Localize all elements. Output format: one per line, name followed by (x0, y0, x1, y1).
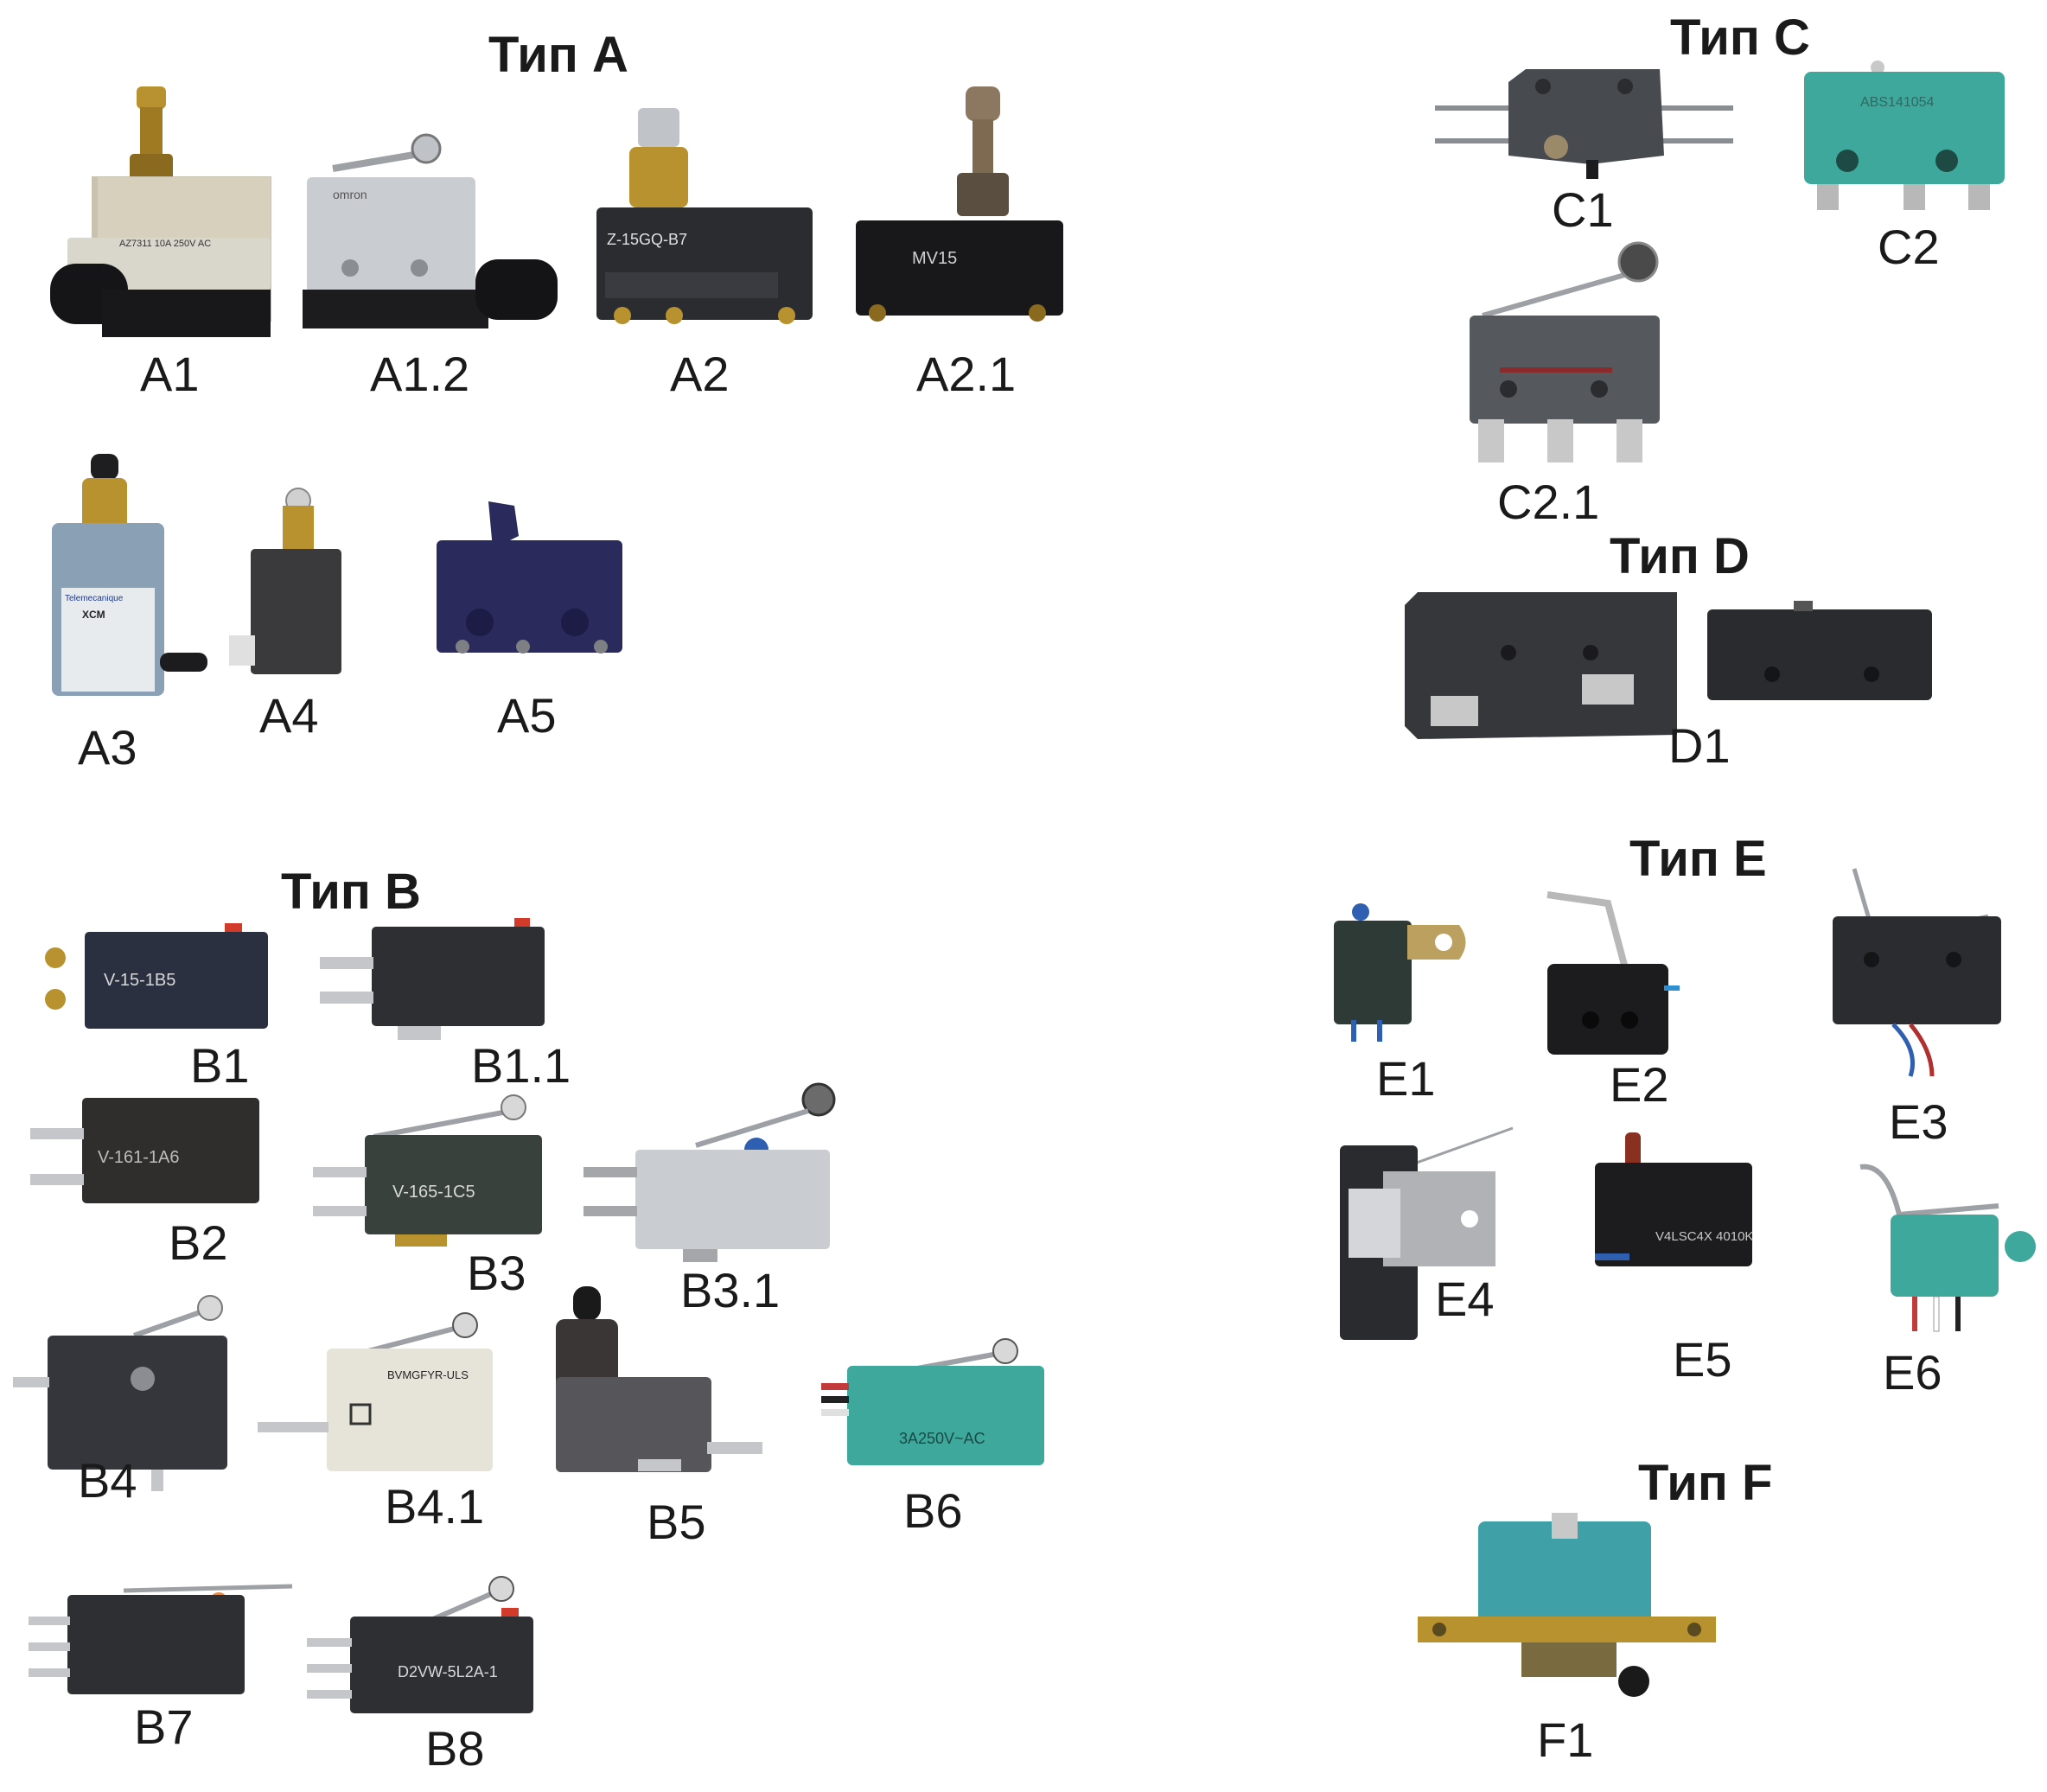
label-b4-1: B4.1 (385, 1479, 485, 1534)
heading-type-e: Тип E (1629, 831, 1767, 887)
switch-photo-a5 (428, 501, 627, 661)
switch-photo-e1 (1330, 899, 1472, 1046)
svg-text:BVMGFYR-ULS: BVMGFYR-ULS (387, 1368, 469, 1381)
switch-photo-b4-1: BVMGFYR-ULS (258, 1301, 495, 1474)
label-e3: E3 (1889, 1094, 1948, 1149)
switch-photo-a3: Telemecanique XCM (48, 454, 207, 700)
label-f1: F1 (1537, 1712, 1594, 1767)
label-e1: E1 (1376, 1051, 1436, 1106)
switch-photo-a1: AZ7311 10A 250V AC (50, 86, 277, 341)
heading-type-f: Тип F (1638, 1455, 1773, 1511)
switch-photo-c2-1 (1461, 238, 1673, 467)
switch-photo-a4 (229, 488, 346, 679)
switch-photo-b5 (543, 1286, 763, 1472)
label-a4: A4 (259, 688, 319, 743)
label-b3-1: B3.1 (680, 1263, 781, 1317)
switch-photo-a2-1: MV15 (851, 86, 1068, 324)
label-a1-2: A1.2 (370, 347, 470, 401)
label-c1: C1 (1552, 182, 1614, 237)
heading-type-c: Тип C (1670, 10, 1810, 66)
switch-photo-c1 (1435, 69, 1733, 182)
switch-photo-b2: V-161-1A6 (30, 1098, 259, 1206)
label-b6: B6 (903, 1483, 963, 1538)
switch-photo-c2: ABS141054 (1800, 59, 2007, 219)
switch-photo-e3 (1824, 864, 2001, 1081)
switch-photo-b7 (29, 1582, 297, 1699)
switch-photo-b6: 3A250V~AC (821, 1318, 1046, 1470)
label-e4: E4 (1435, 1272, 1495, 1326)
label-c2-1: C2.1 (1497, 475, 1600, 529)
label-a2: A2 (670, 347, 730, 401)
label-b4: B4 (78, 1453, 137, 1508)
switch-photo-a1-2: omron (298, 130, 571, 333)
svg-text:omron: omron (333, 188, 367, 201)
switch-photo-b3: V-165-1C5 (313, 1094, 545, 1249)
switch-photo-b3-1 (583, 1081, 836, 1262)
svg-text:3A250V~AC: 3A250V~AC (899, 1430, 985, 1447)
svg-text:D2VW-5L2A-1: D2VW-5L2A-1 (398, 1663, 498, 1680)
svg-text:V-15-1B5: V-15-1B5 (104, 971, 175, 990)
label-b7: B7 (134, 1700, 194, 1754)
svg-text:V-165-1C5: V-165-1C5 (392, 1183, 475, 1202)
switch-photo-f1 (1418, 1513, 1716, 1699)
switch-photo-b1: V-15-1B5 (43, 923, 270, 1031)
label-b2: B2 (169, 1215, 228, 1270)
switch-photo-e6 (1852, 1163, 2036, 1336)
label-a2-1: A2.1 (916, 347, 1017, 401)
label-b8: B8 (425, 1721, 485, 1776)
label-b1-1: B1.1 (471, 1038, 571, 1093)
label-b5: B5 (647, 1495, 706, 1549)
svg-text:V4LSC4X 4010K: V4LSC4X 4010K (1655, 1229, 1753, 1244)
switch-photo-d1 (1400, 588, 1936, 743)
label-e2: E2 (1610, 1057, 1669, 1112)
switch-photo-b1-1 (320, 918, 549, 1043)
label-e6: E6 (1883, 1345, 1942, 1400)
svg-text:Z-15GQ-B7: Z-15GQ-B7 (607, 231, 687, 248)
label-b1: B1 (190, 1038, 250, 1093)
heading-type-a: Тип A (488, 27, 628, 83)
svg-text:V-161-1A6: V-161-1A6 (98, 1148, 180, 1167)
switch-photo-e2 (1539, 886, 1681, 1059)
label-c2: C2 (1878, 220, 1940, 274)
svg-text:XCM: XCM (82, 609, 105, 621)
switch-photo-e5: V4LSC4X 4010K (1586, 1132, 1755, 1275)
svg-text:AZ7311 10A 250V AC: AZ7311 10A 250V AC (119, 239, 211, 249)
switch-photo-b4 (13, 1292, 229, 1491)
label-a5: A5 (497, 688, 557, 743)
label-b3: B3 (467, 1246, 526, 1300)
svg-text:MV15: MV15 (912, 249, 957, 268)
heading-type-b: Тип B (281, 864, 421, 920)
switch-photo-e4 (1331, 1126, 1514, 1340)
svg-text:Telemecanique: Telemecanique (65, 594, 124, 603)
svg-text:ABS141054: ABS141054 (1860, 95, 1935, 110)
label-d1: D1 (1668, 718, 1731, 773)
switch-photo-b8: D2VW-5L2A-1 (307, 1573, 536, 1716)
label-a1: A1 (140, 347, 200, 401)
switch-photo-a2: Z-15GQ-B7 (588, 108, 817, 328)
heading-type-d: Тип D (1610, 528, 1750, 584)
label-a3: A3 (78, 720, 137, 775)
label-e5: E5 (1673, 1332, 1732, 1387)
